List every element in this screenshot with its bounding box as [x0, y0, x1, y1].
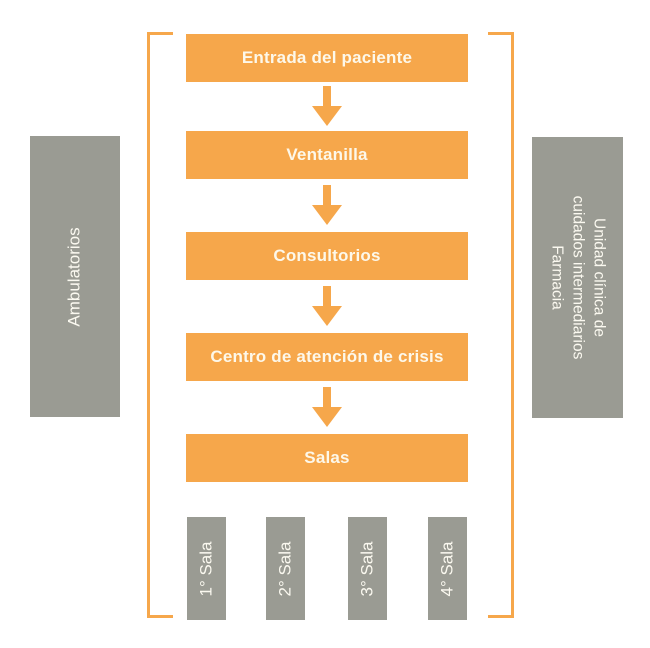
down-arrow-icon: [312, 86, 342, 126]
room-box-1: 1° Sala: [187, 517, 226, 620]
flow-step-entrada: Entrada del paciente: [186, 34, 468, 82]
flow-step-salas: Salas: [186, 434, 468, 482]
down-arrow-icon: [312, 286, 342, 326]
room-box-3: 3° Sala: [348, 517, 387, 620]
room-label-2: 2° Sala: [275, 540, 295, 597]
unidad-clinica-panel: Unidad clínica de cuidados intermediario…: [532, 137, 623, 418]
right-bracket-vertical: [511, 32, 514, 618]
right-bracket-bottom-foot: [488, 615, 514, 618]
left-bracket-bottom-foot: [147, 615, 173, 618]
down-arrow-icon: [312, 185, 342, 225]
unidad-clinica-label: Unidad clínica de cuidados intermediario…: [546, 196, 609, 360]
room-box-2: 2° Sala: [266, 517, 305, 620]
ambulatorios-label: Ambulatorios: [65, 226, 84, 327]
room-box-4: 4° Sala: [428, 517, 467, 620]
room-label-3: 3° Sala: [357, 540, 377, 597]
unidad-clinica-line-3: Farmacia: [548, 245, 566, 310]
room-label-4: 4° Sala: [437, 540, 457, 597]
left-bracket-top-foot: [147, 32, 173, 35]
right-bracket-top-foot: [488, 32, 514, 35]
flow-step-consultorios: Consultorios: [186, 232, 468, 280]
ambulatorios-panel: Ambulatorios: [30, 136, 120, 417]
unidad-clinica-line-2: cuidados intermediarios: [569, 195, 587, 360]
flow-step-centro-crisis: Centro de atención de crisis: [186, 333, 468, 381]
unidad-clinica-line-1: Unidad clínica de: [590, 218, 608, 337]
down-arrow-icon: [312, 387, 342, 427]
room-label-1: 1° Sala: [196, 540, 216, 597]
flow-step-ventanilla: Ventanilla: [186, 131, 468, 179]
left-bracket-vertical: [147, 32, 150, 618]
